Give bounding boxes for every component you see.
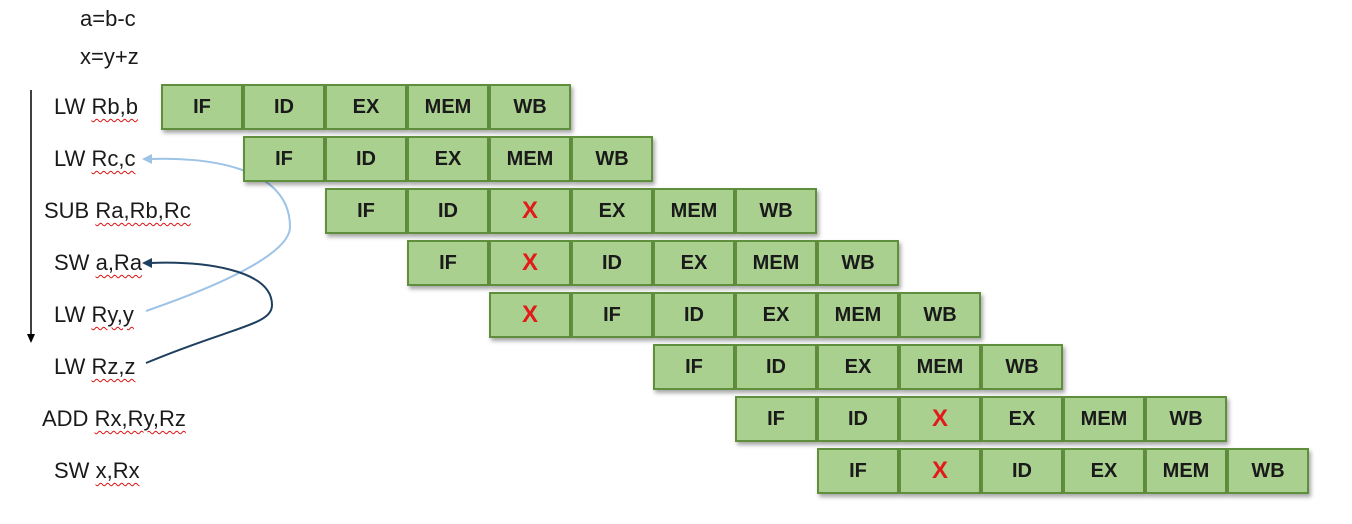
- dependency-arrow: [145, 157, 292, 312]
- stage-cell: WB: [735, 188, 817, 234]
- stage-cell: IF: [243, 136, 325, 182]
- stage-cell: EX: [1063, 448, 1145, 494]
- instruction-label: ADD Rx,Ry,Rz: [42, 399, 186, 439]
- instruction-op: LW: [54, 354, 86, 379]
- stage-cell: EX: [407, 136, 489, 182]
- stage-cell: MEM: [899, 344, 981, 390]
- stage-cell: ID: [653, 292, 735, 338]
- stage-cell: ID: [735, 344, 817, 390]
- instruction-label: SUB Ra,Rb,Rc: [44, 191, 191, 231]
- stage-cell: ID: [243, 84, 325, 130]
- instruction-label: SW x,Rx: [54, 451, 140, 491]
- stall-cell: X: [489, 240, 571, 286]
- dependency-arrowhead: [142, 258, 152, 268]
- stage-cell: ID: [571, 240, 653, 286]
- stage-cell: IF: [735, 396, 817, 442]
- stage-cell: WB: [817, 240, 899, 286]
- instruction-label: LW Rc,c: [54, 139, 136, 179]
- instruction-op: SW: [54, 250, 90, 275]
- stage-cell: EX: [653, 240, 735, 286]
- instruction-operands: Rz,z: [91, 354, 136, 379]
- stage-cell: EX: [325, 84, 407, 130]
- stage-cell: EX: [735, 292, 817, 338]
- stage-cell: ID: [407, 188, 489, 234]
- stage-cell: WB: [489, 84, 571, 130]
- dependency-arrowhead: [142, 154, 152, 164]
- dependency-arrow: [145, 261, 274, 364]
- instruction-operands: Rc,c: [91, 146, 136, 171]
- stage-cell: EX: [981, 396, 1063, 442]
- instruction-op: SUB: [44, 198, 90, 223]
- stage-cell: WB: [981, 344, 1063, 390]
- stall-cell: X: [899, 396, 981, 442]
- instruction-label: SW a,Ra: [54, 243, 142, 283]
- instruction-operands: x,Rx: [95, 458, 140, 483]
- stage-cell: IF: [407, 240, 489, 286]
- instruction-label: LW Ry,y: [54, 295, 134, 335]
- equation-a: a=b-c: [80, 6, 136, 31]
- stall-cell: X: [489, 188, 571, 234]
- stage-cell: EX: [817, 344, 899, 390]
- stage-cell: MEM: [817, 292, 899, 338]
- instruction-operands: a,Ra: [95, 250, 143, 275]
- instruction-op: LW: [54, 94, 86, 119]
- instruction-operands: Ry,y: [91, 302, 134, 327]
- stage-cell: MEM: [653, 188, 735, 234]
- stage-cell: IF: [817, 448, 899, 494]
- stall-cell: X: [489, 292, 571, 338]
- equation-x: x=y+z: [80, 44, 139, 69]
- stage-cell: ID: [325, 136, 407, 182]
- stage-cell: WB: [1145, 396, 1227, 442]
- instruction-operands: Rx,Ry,Rz: [94, 406, 186, 431]
- instruction-op: ADD: [42, 406, 89, 431]
- instruction-label: LW Rz,z: [54, 347, 136, 387]
- stage-cell: WB: [1227, 448, 1309, 494]
- instruction-operands: Rb,b: [91, 94, 138, 119]
- instruction-operands: Ra,Rb,Rc: [95, 198, 191, 223]
- stage-cell: EX: [571, 188, 653, 234]
- stage-cell: MEM: [407, 84, 489, 130]
- stage-cell: MEM: [1063, 396, 1145, 442]
- stage-cell: IF: [653, 344, 735, 390]
- instruction-op: SW: [54, 458, 90, 483]
- stall-cell: X: [899, 448, 981, 494]
- stage-cell: MEM: [1145, 448, 1227, 494]
- stage-cell: WB: [899, 292, 981, 338]
- instruction-op: LW: [54, 146, 86, 171]
- program-order-arrowhead: [27, 334, 35, 343]
- stage-cell: ID: [981, 448, 1063, 494]
- stage-cell: IF: [161, 84, 243, 130]
- stage-cell: MEM: [489, 136, 571, 182]
- stage-cell: IF: [325, 188, 407, 234]
- stage-cell: MEM: [735, 240, 817, 286]
- stage-cell: WB: [571, 136, 653, 182]
- stage-cell: IF: [571, 292, 653, 338]
- instruction-label: LW Rb,b: [54, 87, 138, 127]
- stage-cell: ID: [817, 396, 899, 442]
- instruction-op: LW: [54, 302, 86, 327]
